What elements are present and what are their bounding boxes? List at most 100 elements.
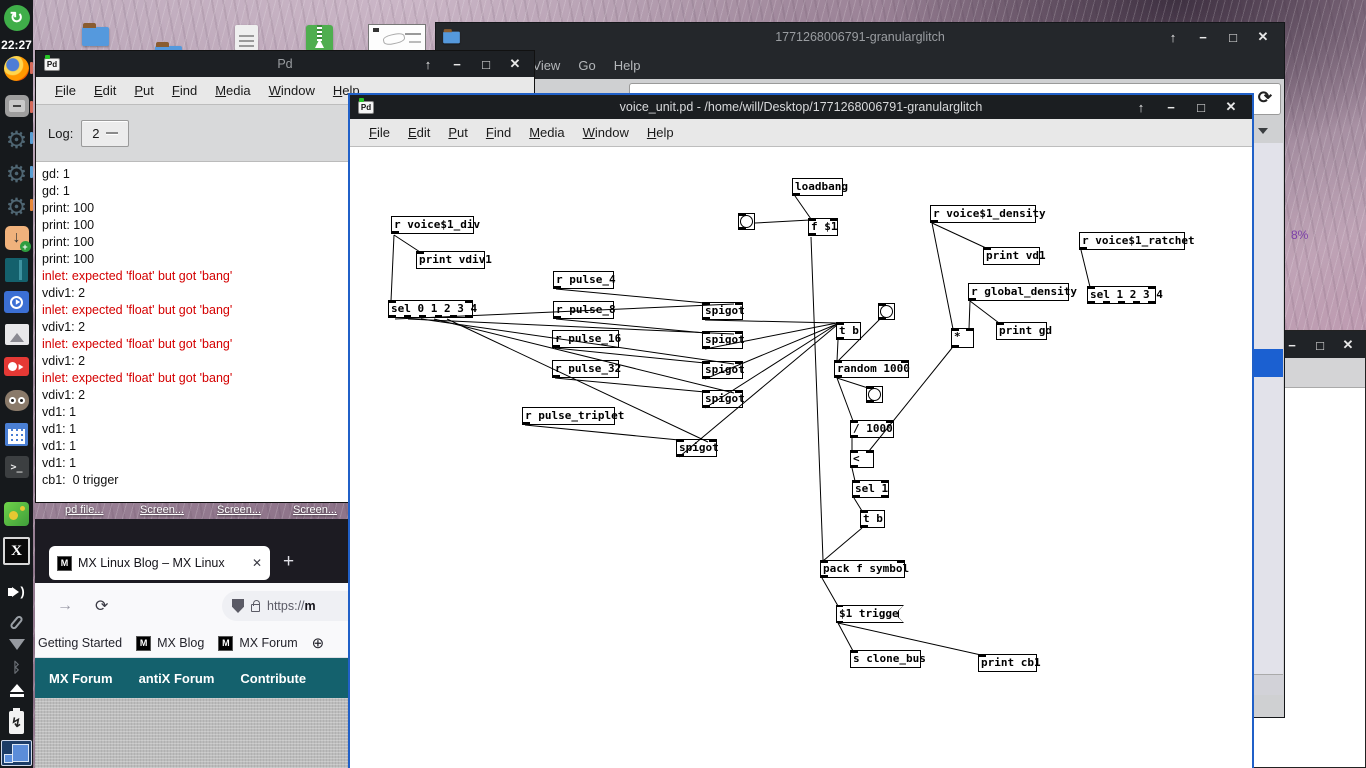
pd-obj-r-pulse-16[interactable]: r pulse_16 [552, 330, 619, 348]
pd-outlet[interactable] [793, 193, 800, 196]
pd-inlet[interactable] [709, 439, 716, 442]
pd-outlet[interactable] [1080, 247, 1087, 250]
desktop-icon-label[interactable]: Screen... [293, 504, 337, 516]
battery-icon[interactable]: ↯ [3, 711, 30, 734]
pd-outlet[interactable] [389, 315, 396, 318]
menu-item[interactable]: Window [574, 125, 638, 140]
pd-outlet[interactable] [703, 346, 710, 349]
maximize-button[interactable]: □ [1226, 30, 1240, 45]
pd-outlet[interactable] [835, 375, 842, 378]
pd-inlet[interactable] [389, 300, 396, 303]
pd-obj-spigot[interactable]: spigot [676, 439, 717, 457]
pd-outlet[interactable] [677, 454, 684, 457]
pd-inlet[interactable] [979, 654, 986, 657]
new-tab-button[interactable]: + [283, 551, 294, 573]
calculator-icon[interactable] [3, 423, 30, 446]
pd-outlet[interactable] [851, 435, 858, 438]
pd-inlet[interactable] [1088, 286, 1095, 289]
menu-item[interactable]: Go [569, 58, 604, 73]
pd-inlet[interactable] [861, 510, 868, 513]
shade-button[interactable]: ↑ [1134, 100, 1148, 115]
pd-bang[interactable] [738, 213, 755, 230]
pd-inlet[interactable] [853, 480, 860, 483]
shield-icon[interactable] [232, 599, 244, 613]
pd-inlet[interactable] [952, 328, 959, 331]
pd-outlet[interactable] [465, 315, 472, 318]
clipboard-clip-icon[interactable] [3, 615, 30, 630]
pd-outlet[interactable] [821, 575, 828, 578]
pd-outlet[interactable] [523, 422, 530, 425]
menu-item[interactable]: Media [206, 83, 259, 98]
pd-patch-titlebar[interactable]: Pd voice_unit.pd - /home/will/Desktop/17… [350, 95, 1252, 119]
pd-inlet[interactable] [851, 420, 858, 423]
mx-updater-icon[interactable]: ↻ [3, 5, 30, 31]
pd-outlet[interactable] [1088, 301, 1095, 304]
menu-item[interactable]: Edit [399, 125, 439, 140]
pd-outlet[interactable] [1118, 301, 1125, 304]
pd-obj-spigot[interactable]: spigot [702, 390, 743, 408]
pd-obj-pack-f-symbol[interactable]: pack f symbol [820, 560, 905, 578]
maximize-button[interactable]: □ [1194, 100, 1208, 115]
bookmark-item[interactable]: MMX Forum [218, 636, 297, 651]
menu-item[interactable]: Media [520, 125, 573, 140]
desktop-icon-label[interactable]: Screen... [217, 504, 261, 516]
pd-bang[interactable] [878, 303, 895, 320]
desktop-archive-icon[interactable] [306, 25, 333, 52]
pd-inlet[interactable] [851, 450, 858, 453]
workspace-pager[interactable] [1, 740, 32, 766]
desktop-patch-preview-icon[interactable] [368, 24, 426, 52]
site-nav-link[interactable]: antiX Forum [139, 671, 215, 686]
pd-outlet[interactable] [450, 315, 457, 318]
package-installer-icon[interactable]: ↓ + [3, 226, 30, 250]
pd-inlet[interactable] [897, 560, 904, 563]
pd-outlet[interactable] [879, 317, 886, 320]
pd-obj-r-pulse-4[interactable]: r pulse_4 [553, 271, 614, 289]
media-player-icon[interactable] [3, 291, 30, 313]
pd-outlet[interactable] [392, 231, 399, 234]
pd-outlet[interactable] [404, 315, 411, 318]
pd-console-titlebar[interactable]: Pd Pd ↑ − □ ✕ [36, 51, 534, 77]
pd-obj-sel-1[interactable]: sel 1 [852, 480, 889, 498]
pd-obj-f-1[interactable]: f $1 [808, 218, 838, 236]
pd-obj-r-voice-1-div[interactable]: r voice$1_div [391, 216, 474, 234]
pd-obj-print-vdiv1[interactable]: print vdiv1 [416, 251, 485, 269]
antix-x-icon[interactable]: X [3, 537, 30, 565]
firefox-icon[interactable] [3, 56, 30, 81]
settings-gear-icon[interactable]: ⚙ [3, 160, 30, 189]
pd-inlet[interactable] [866, 450, 873, 453]
pd-obj-spigot[interactable]: spigot [702, 302, 743, 320]
desktop-icon-label[interactable]: Screen... [140, 504, 184, 516]
close-button[interactable]: ✕ [1224, 99, 1238, 115]
pd-inlet[interactable] [735, 390, 742, 393]
pd-obj-sel-0-1-2-3-4[interactable]: sel 0 1 2 3 4 [388, 300, 473, 318]
pd-obj-r-global-density[interactable]: r global_density [968, 283, 1069, 301]
notebook-icon[interactable] [3, 258, 30, 282]
maximize-button[interactable]: □ [479, 57, 493, 72]
settings-gear-icon[interactable]: ⚙ [3, 193, 30, 222]
desktop-document-icon[interactable] [235, 25, 258, 51]
pd-inlet[interactable] [984, 247, 991, 250]
pd-obj-t-b[interactable]: t b [860, 510, 885, 528]
globe-icon[interactable]: ⊕ [312, 634, 325, 652]
pd-inlet[interactable] [901, 360, 908, 363]
reload-icon[interactable]: ⟳ [95, 596, 108, 616]
pd-inlet[interactable] [703, 390, 710, 393]
pd-inlet[interactable] [1148, 286, 1155, 289]
pd-inlet[interactable] [821, 560, 828, 563]
pd-inlet[interactable] [677, 439, 684, 442]
pd-obj-s-clone-bus[interactable]: s clone_bus [850, 650, 921, 668]
tab-close-icon[interactable]: ✕ [252, 556, 262, 570]
pd-inlet[interactable] [835, 360, 842, 363]
pd-inlet[interactable] [879, 303, 886, 306]
pd-obj-1000[interactable]: / 1000 [850, 420, 894, 438]
maximize-button[interactable]: □ [1313, 338, 1327, 353]
pd-outlet[interactable] [1148, 301, 1155, 304]
minimize-button[interactable]: − [1164, 100, 1178, 115]
pd-obj-sel-1-2-3-4[interactable]: sel 1 2 3 4 [1087, 286, 1156, 304]
site-nav-link[interactable]: MX Forum [49, 671, 113, 686]
pd-outlet[interactable] [553, 345, 560, 348]
reload-icon[interactable]: ⟳ [1258, 88, 1272, 108]
pd-inlet[interactable] [735, 361, 742, 364]
pd-outlet[interactable] [703, 376, 710, 379]
pd-inlet[interactable] [836, 604, 843, 607]
